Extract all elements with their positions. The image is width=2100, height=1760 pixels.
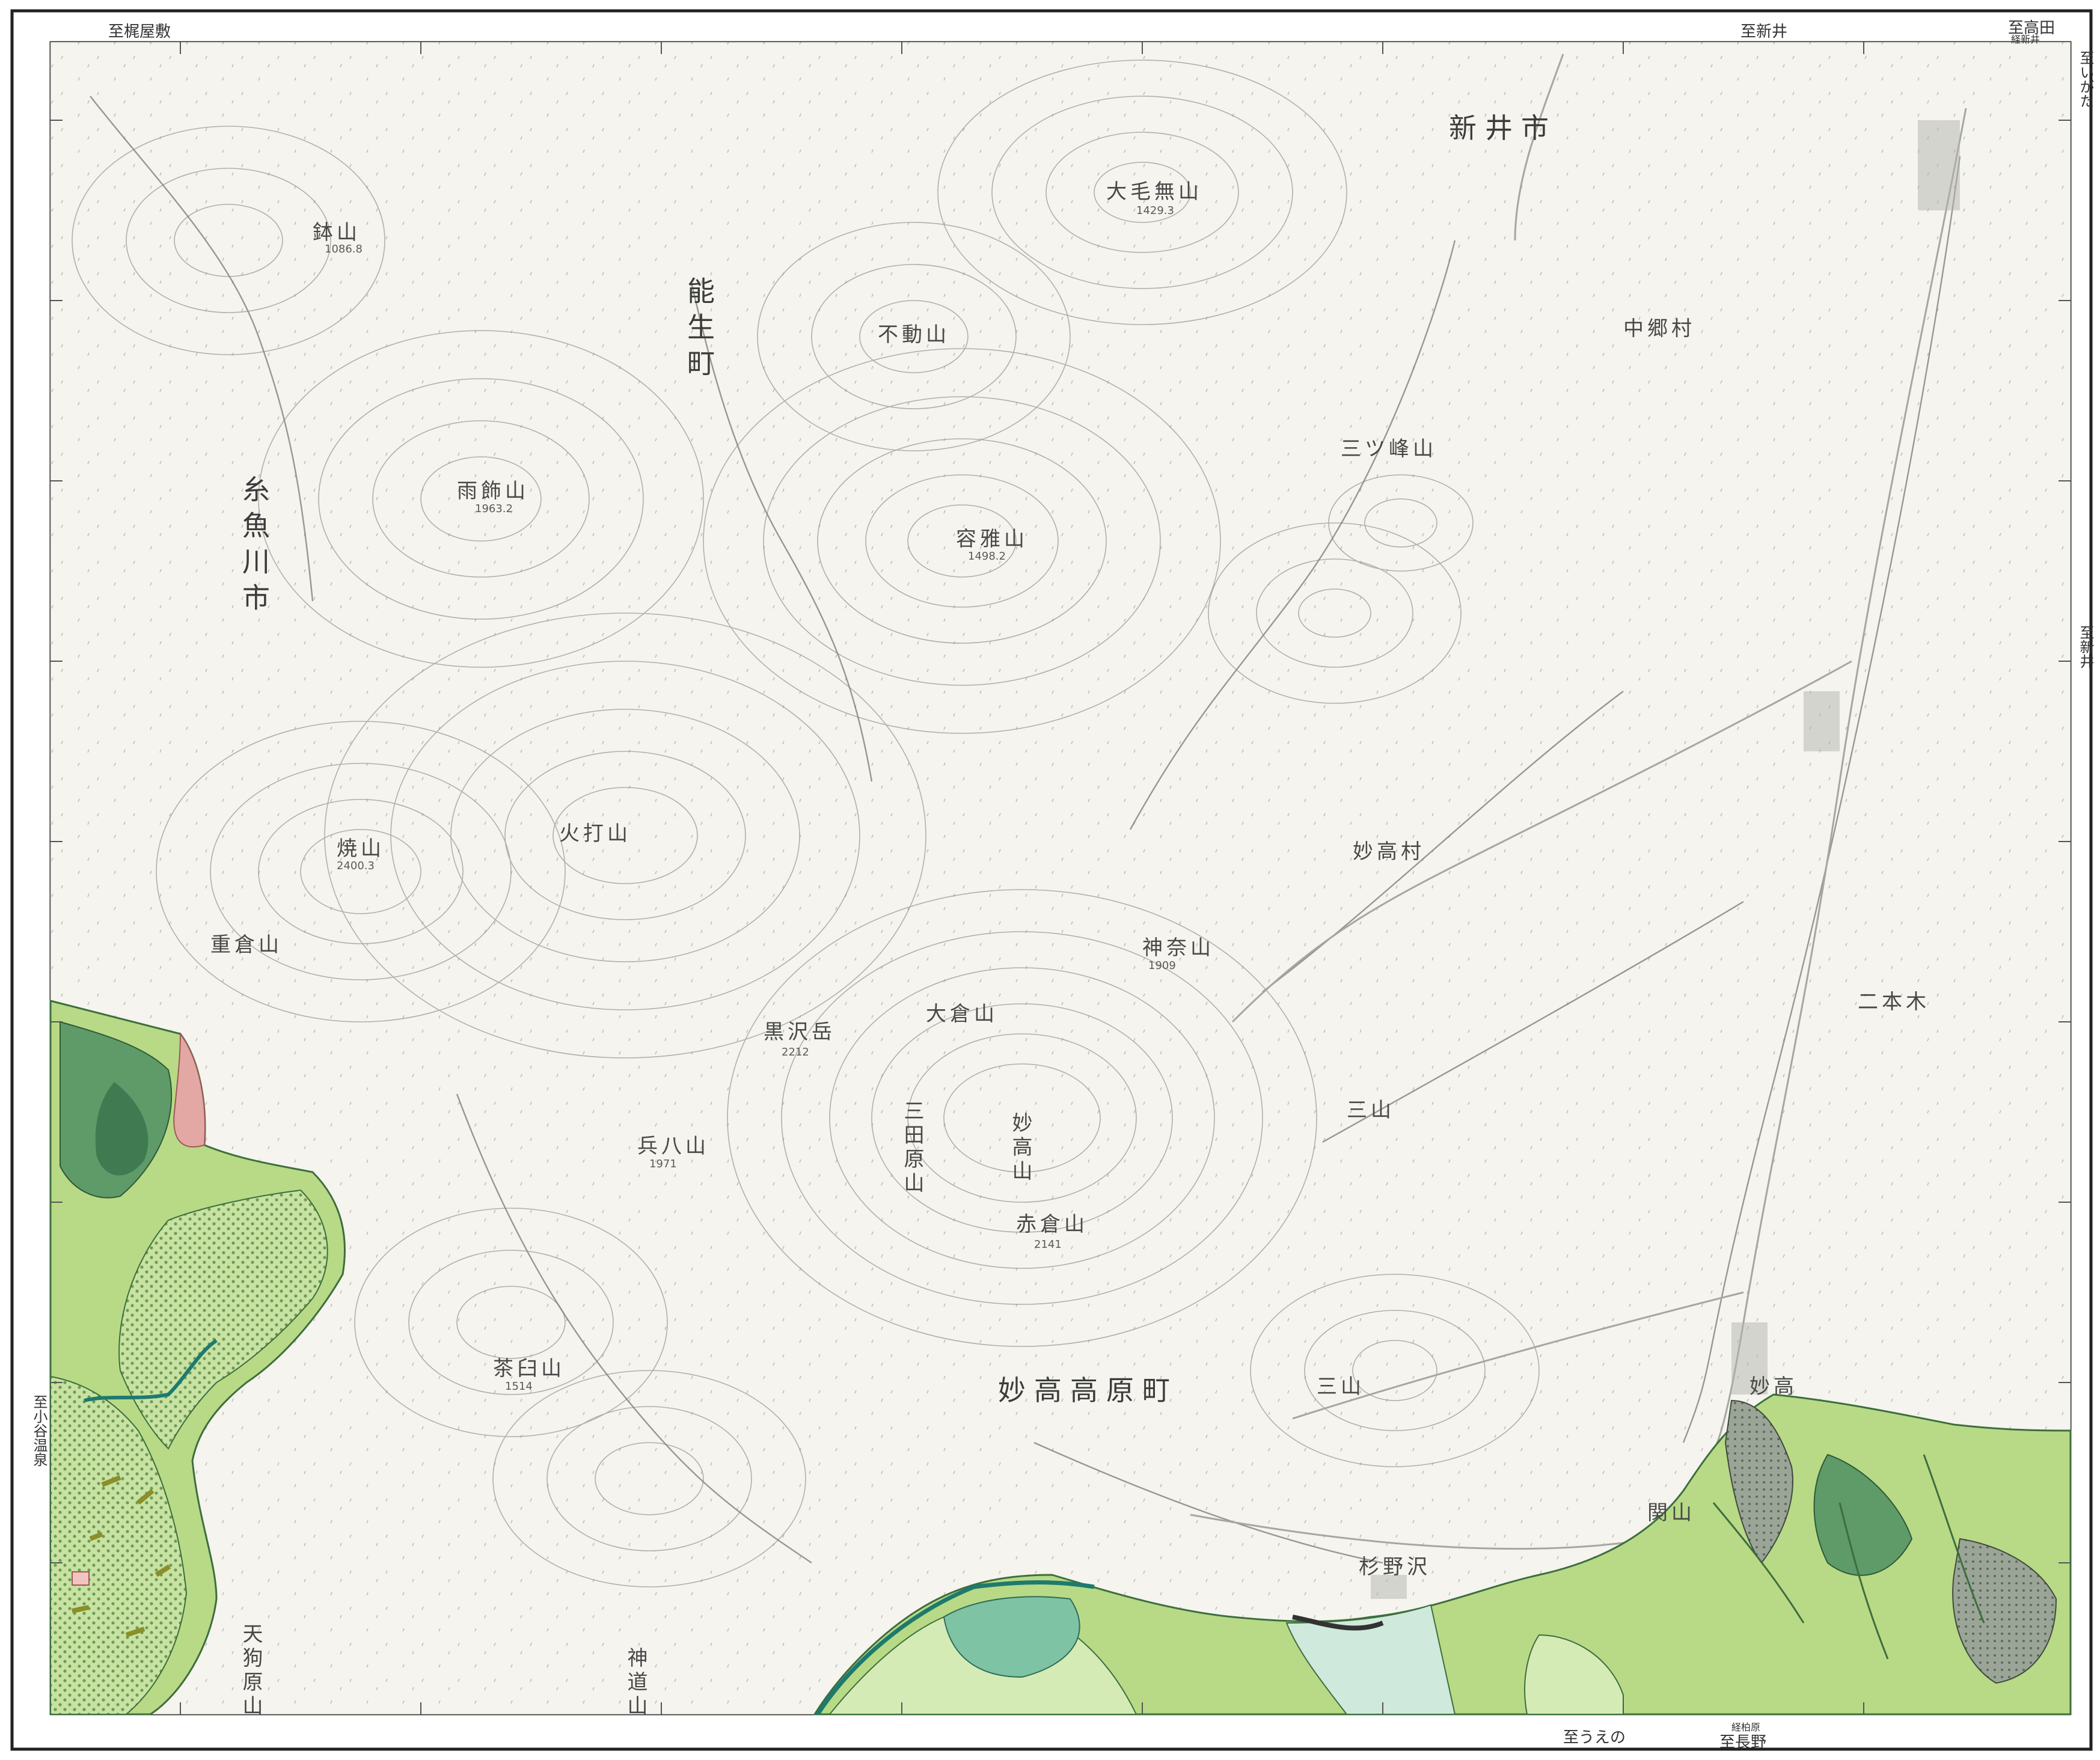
municipality-itoigawa: 糸魚川市 (238, 475, 271, 619)
peak-elevation: 1498.2 (968, 550, 1006, 563)
municipality-myokokogen: 妙高高原町 (998, 1374, 1178, 1407)
edge-label-top-right-sub: 経新井 (2011, 34, 2040, 45)
edge-label-bottom-right-sub: 経柏原 (1731, 1722, 1761, 1733)
edge-label-top-right: 至高田 (2008, 19, 2056, 37)
peak-elevation: 1909 (1148, 959, 1176, 972)
peak-elevation: 1086.8 (325, 243, 363, 255)
peak-elevation: 1971 (649, 1158, 677, 1170)
peak-label: 火打山 (559, 822, 631, 846)
peak-label: 焼山 (337, 837, 385, 861)
peak-label: 茶臼山 (493, 1357, 565, 1381)
peak-label: 杉野沢 (1359, 1555, 1431, 1579)
peak-label: 神道山 (623, 1647, 647, 1719)
geology-bottom (813, 1393, 2072, 1716)
geology-left (49, 1000, 346, 1716)
edge-label-left: 至小谷温泉 (31, 1395, 47, 1467)
municipality-myoko-village: 妙高村 (1353, 840, 1425, 864)
peak-elevation: 2400.3 (337, 860, 375, 872)
peak-label: 三山 (1317, 1375, 1365, 1399)
edge-label-bottom-center: 至うえの (1563, 1729, 1626, 1747)
map-frame (10, 9, 2093, 1751)
peak-elevation: 1429.3 (1136, 204, 1174, 217)
peak-label: 妙高 (1749, 1375, 1798, 1399)
peak-label: 赤倉山 (1016, 1212, 1088, 1236)
municipality-nou: 能生町 (683, 277, 715, 385)
peak-label: 大毛無山 (1106, 180, 1202, 204)
peak-elevation: 1514 (505, 1380, 533, 1393)
contour-lines (72, 60, 1540, 1587)
edge-label-right-mid: 至新井 (2077, 625, 2094, 668)
peak-label: 大倉山 (926, 1002, 998, 1026)
graticule-ticks (51, 42, 2071, 1714)
edge-label-top-center: 至新井 (1740, 23, 1788, 41)
peak-label: 黒沢岳 (764, 1020, 836, 1044)
edge-label-right-top: 至いがた (2077, 50, 2094, 108)
peak-label: 二本木 (1858, 990, 1930, 1014)
rivers (90, 96, 1961, 1564)
peak-elevation: 1963.2 (475, 503, 513, 515)
settlements (1371, 120, 1960, 1599)
municipality-nakago: 中郷村 (1623, 317, 1695, 341)
peak-elevation: 2212 (782, 1046, 809, 1059)
peak-label: 関山 (1647, 1501, 1695, 1525)
peak-label: 三田原山 (900, 1100, 924, 1196)
peak-label: 神奈山 (1142, 936, 1214, 960)
peak-elevation: 2141 (1034, 1238, 1062, 1251)
peak-label: 容雅山 (956, 527, 1028, 551)
peak-label: 妙高山 (1008, 1112, 1032, 1184)
peak-label: 兵八山 (637, 1134, 709, 1158)
peak-label: 三山 (1347, 1098, 1395, 1122)
peak-label: 鉢山 (313, 221, 361, 245)
edge-label-top-left: 至梶屋敷 (108, 23, 171, 41)
municipality-arai: 新井市 (1449, 112, 1557, 144)
peak-label: 不動山 (878, 323, 950, 347)
edge-label-bottom-right: 至長野 (1719, 1734, 1767, 1752)
peak-label: 三ツ峰山 (1341, 437, 1437, 461)
peak-label: 天狗原山 (239, 1623, 263, 1719)
peak-label: 雨飾山 (457, 479, 529, 503)
peak-label: 重倉山 (210, 933, 283, 957)
